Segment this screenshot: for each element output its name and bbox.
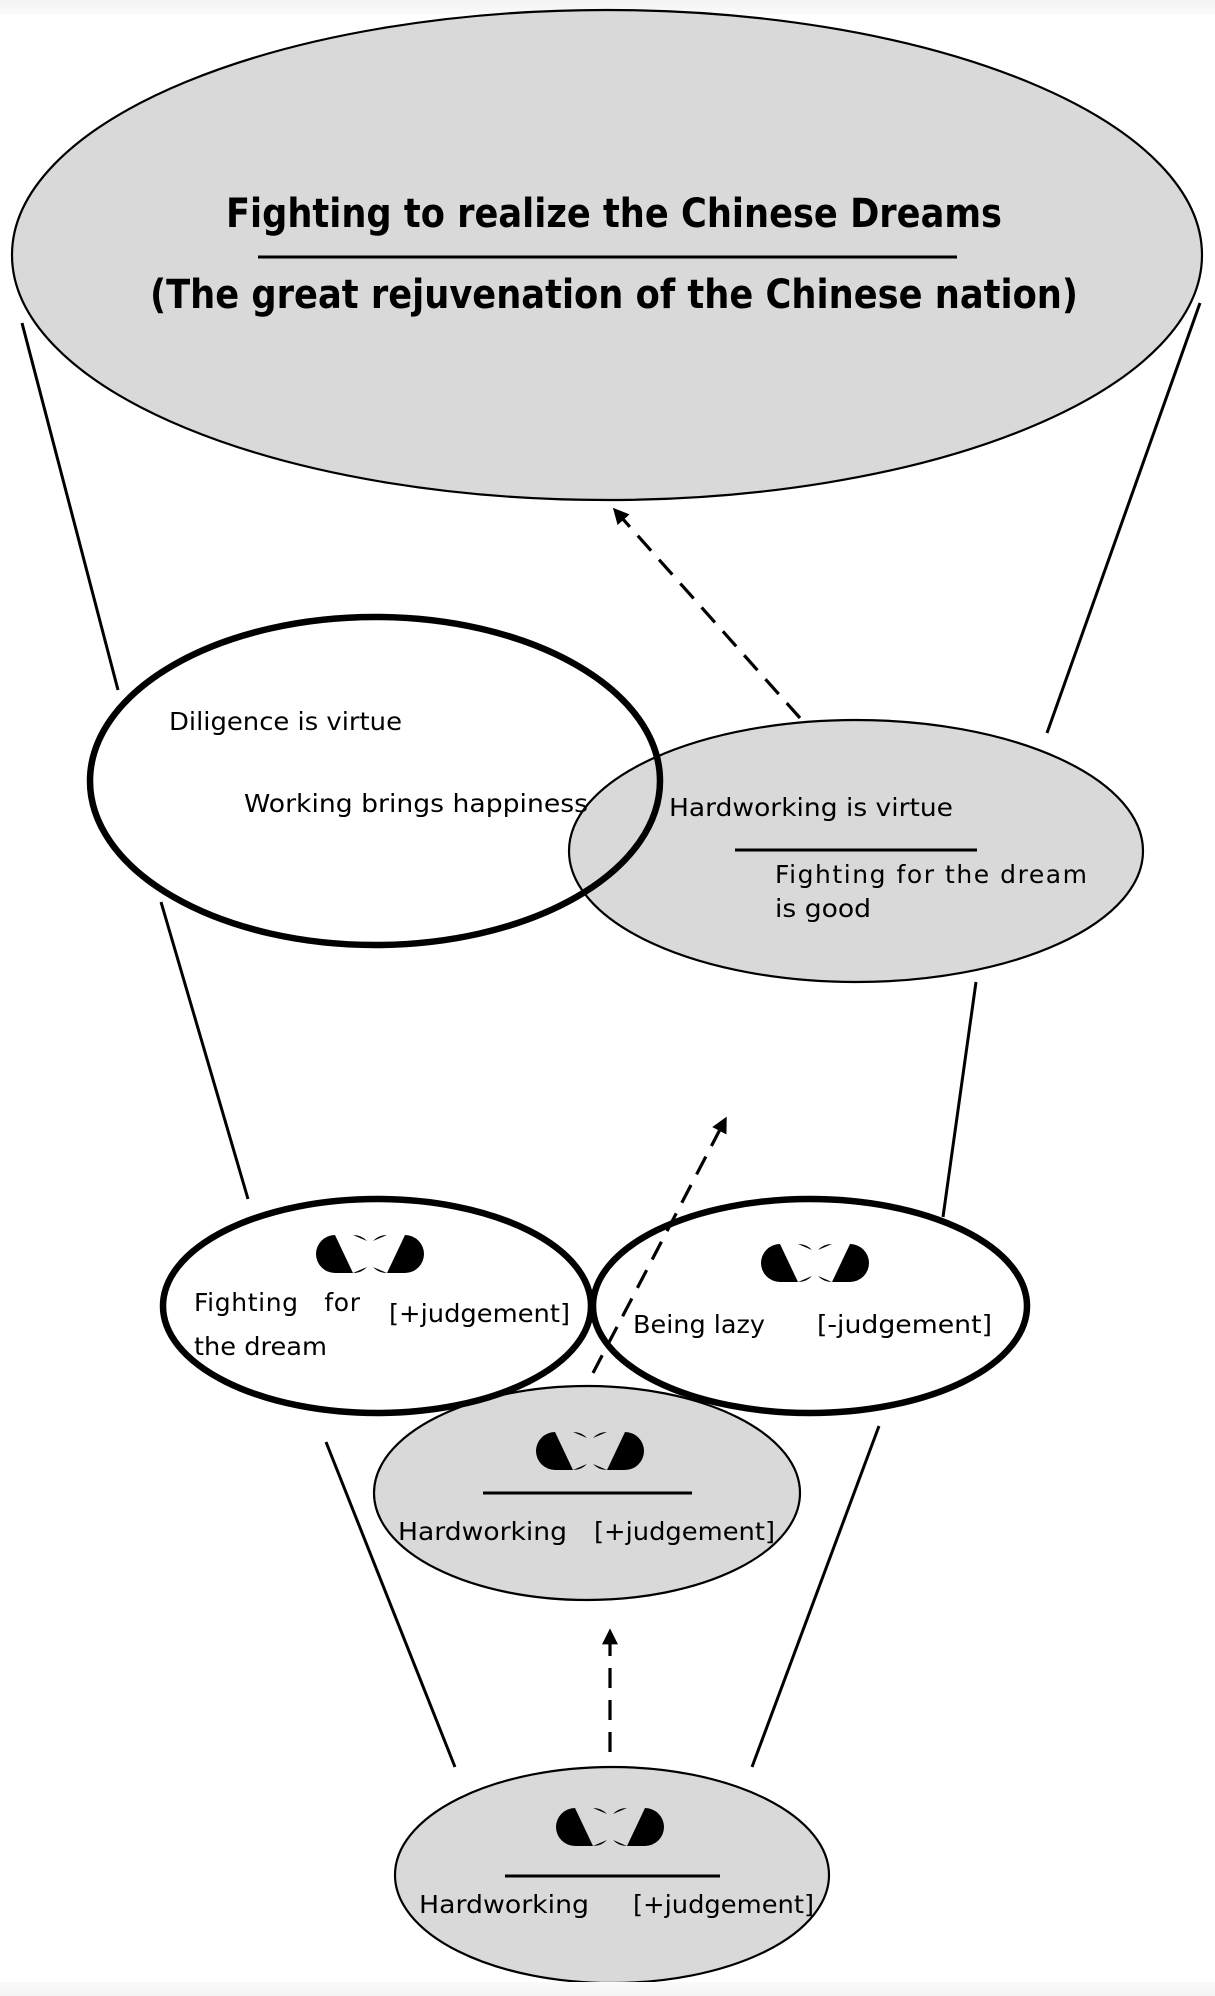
left-node-label-2: the dream bbox=[194, 1332, 327, 1361]
values-ellipse-text: Diligence is virtue Working brings happi… bbox=[169, 707, 588, 818]
virtue-line-1: Hardworking is virtue bbox=[669, 793, 953, 822]
funnel-right-line-2 bbox=[941, 981, 978, 1218]
funnel-left-side bbox=[20, 322, 457, 1768]
funnel-left-line-1 bbox=[20, 322, 120, 691]
funnel-right-line-1 bbox=[1045, 302, 1202, 734]
left-node-label-1: Fighting for bbox=[194, 1288, 361, 1317]
top-ellipse-shape bbox=[10, 8, 1204, 502]
funnel-right-side bbox=[750, 302, 1202, 1768]
arrow-virtue-to-top bbox=[612, 507, 802, 720]
left-node-judgement: [+judgement] bbox=[389, 1299, 570, 1328]
values-line-1: Diligence is virtue bbox=[169, 707, 402, 736]
virtue-ellipse-text: Hardworking is virtue Fighting for the d… bbox=[669, 793, 1087, 923]
values-ellipse-outline bbox=[86, 613, 664, 949]
values-line-2: Working brings happiness bbox=[244, 789, 588, 818]
bottom-node-judgement: [+judgement] bbox=[633, 1890, 814, 1919]
middle-node-content: Hardworking [+judgement] bbox=[398, 1431, 775, 1546]
funnel-right-line-3 bbox=[750, 1425, 881, 1768]
right-node-fill bbox=[593, 1199, 1027, 1413]
arrow-middle-to-virtue bbox=[591, 1116, 728, 1374]
top-subtitle: (The great rejuvenation of the Chinese n… bbox=[150, 272, 1078, 318]
virtue-line-2: Fighting for the dream bbox=[775, 860, 1087, 889]
middle-node-judgement: [+judgement] bbox=[594, 1517, 775, 1546]
right-node-judgement: [-judgement] bbox=[817, 1310, 992, 1339]
bottom-edge-strip bbox=[0, 1982, 1215, 1996]
funnel-left-line-3 bbox=[324, 1441, 457, 1768]
right-node-label: Being lazy bbox=[633, 1310, 765, 1339]
left-node: Fighting for the dream [+judgement] bbox=[194, 1234, 570, 1361]
virtue-line-3: is good bbox=[775, 894, 871, 923]
top-edge-strip bbox=[0, 0, 1215, 15]
right-node-outline bbox=[589, 1195, 1031, 1417]
left-node-fill bbox=[163, 1199, 591, 1413]
bottom-node-label: Hardworking bbox=[419, 1890, 589, 1919]
middle-node-label: Hardworking bbox=[398, 1517, 567, 1546]
top-title: Fighting to realize the Chinese Dreams bbox=[226, 191, 1002, 237]
bottom-node: Hardworking [+judgement] bbox=[393, 1765, 831, 1985]
values-ellipse-fill bbox=[90, 617, 660, 945]
right-node: Being lazy [-judgement] bbox=[633, 1243, 992, 1339]
funnel-left-line-2 bbox=[159, 901, 250, 1200]
top-goal-ellipse: Fighting to realize the Chinese Dreams (… bbox=[10, 8, 1204, 502]
